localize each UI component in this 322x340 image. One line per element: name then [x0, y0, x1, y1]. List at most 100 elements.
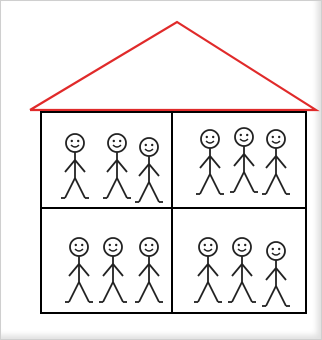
- eye: [212, 136, 214, 138]
- head: [235, 128, 253, 146]
- leg: [208, 282, 218, 302]
- eye: [204, 244, 206, 246]
- eye: [151, 144, 153, 146]
- leg: [198, 282, 208, 302]
- house-outline: [41, 112, 306, 313]
- arm: [198, 264, 208, 276]
- eye: [75, 244, 77, 246]
- leg: [107, 178, 117, 198]
- eye: [206, 136, 208, 138]
- eye: [109, 244, 111, 246]
- arm: [232, 264, 242, 276]
- arm: [149, 164, 159, 176]
- head: [267, 242, 285, 260]
- arm: [210, 156, 220, 168]
- arm: [69, 264, 79, 276]
- head: [201, 130, 219, 148]
- eye: [272, 248, 274, 250]
- smile: [75, 249, 83, 251]
- stick-figure: [135, 138, 163, 202]
- leg: [113, 282, 123, 302]
- arm: [103, 264, 113, 276]
- leg: [65, 178, 75, 198]
- leg: [266, 286, 276, 306]
- head: [140, 238, 158, 256]
- arm: [139, 164, 149, 176]
- leg: [242, 282, 252, 302]
- leg: [210, 174, 220, 194]
- smile: [204, 249, 212, 251]
- stick-figure: [103, 134, 131, 198]
- head: [233, 238, 251, 256]
- stick-figure: [262, 130, 290, 194]
- arm: [208, 264, 218, 276]
- eye: [71, 140, 73, 142]
- people-layer: [61, 128, 290, 306]
- arm: [79, 264, 89, 276]
- smile: [109, 249, 117, 251]
- leg: [200, 174, 210, 194]
- leg: [117, 178, 127, 198]
- leg: [139, 282, 149, 302]
- arm: [75, 160, 85, 172]
- eye: [145, 144, 147, 146]
- stick-figure: [230, 128, 258, 192]
- smile: [240, 139, 248, 141]
- arm: [149, 264, 159, 276]
- smile: [272, 253, 280, 255]
- leg: [149, 282, 159, 302]
- arm: [244, 154, 254, 166]
- eye: [113, 140, 115, 142]
- eye: [77, 140, 79, 142]
- leg: [103, 282, 113, 302]
- stick-figure: [65, 238, 93, 302]
- eye: [272, 136, 274, 138]
- head: [140, 138, 158, 156]
- arm: [276, 156, 286, 168]
- eye: [238, 244, 240, 246]
- eye: [278, 248, 280, 250]
- stick-figure: [262, 242, 290, 306]
- stick-figure: [61, 134, 89, 198]
- leg: [79, 282, 89, 302]
- head: [108, 134, 126, 152]
- stick-figure: [194, 238, 222, 302]
- arm: [65, 160, 75, 172]
- arm: [200, 156, 210, 168]
- arm: [113, 264, 123, 276]
- arm: [266, 156, 276, 168]
- smile: [71, 145, 79, 147]
- leg: [69, 282, 79, 302]
- stick-figure: [196, 130, 224, 194]
- leg: [276, 174, 286, 194]
- eye: [244, 244, 246, 246]
- head: [70, 238, 88, 256]
- smile: [272, 141, 280, 143]
- eye: [240, 134, 242, 136]
- head: [267, 130, 285, 148]
- eye: [119, 140, 121, 142]
- leg: [149, 182, 159, 202]
- leg: [232, 282, 242, 302]
- head: [199, 238, 217, 256]
- stick-figure: [228, 238, 256, 302]
- leg: [276, 286, 286, 306]
- head: [104, 238, 122, 256]
- stick-figure: [135, 238, 163, 302]
- eye: [210, 244, 212, 246]
- smile: [113, 145, 121, 147]
- arm: [107, 160, 117, 172]
- leg: [266, 174, 276, 194]
- eye: [246, 134, 248, 136]
- smile: [206, 141, 214, 143]
- arm: [117, 160, 127, 172]
- leg: [234, 172, 244, 192]
- smile: [145, 149, 153, 151]
- eye: [81, 244, 83, 246]
- arm: [276, 268, 286, 280]
- smile: [145, 249, 153, 251]
- eye: [115, 244, 117, 246]
- arm: [139, 264, 149, 276]
- arm: [234, 154, 244, 166]
